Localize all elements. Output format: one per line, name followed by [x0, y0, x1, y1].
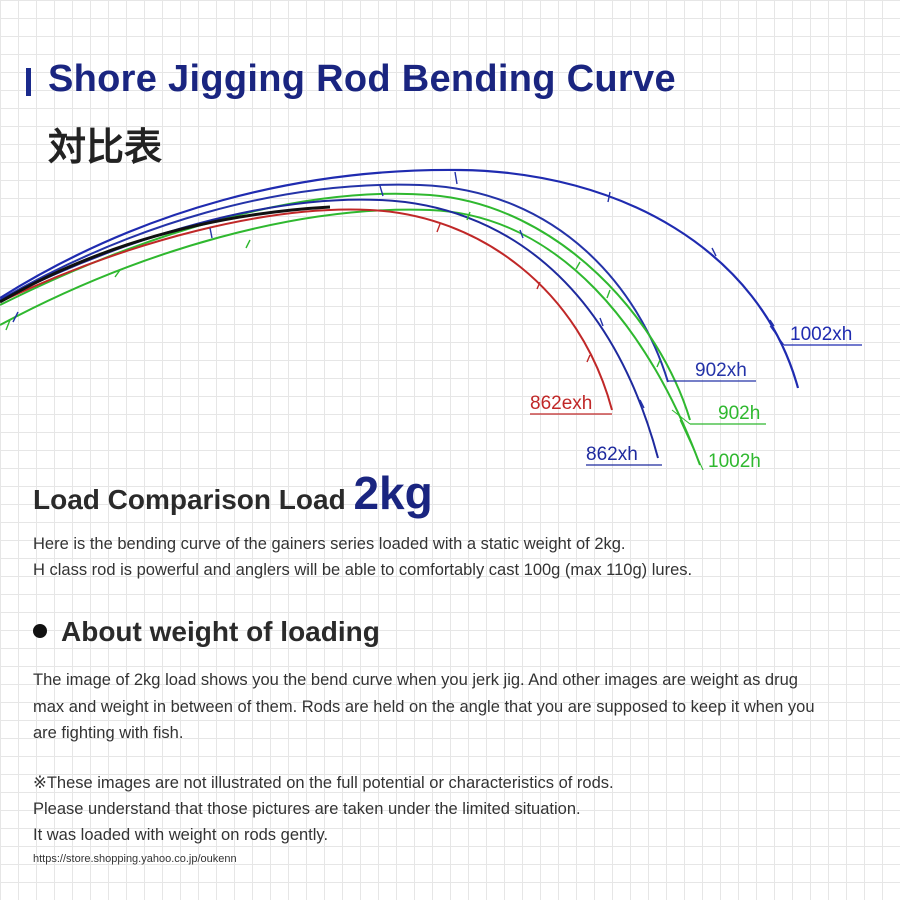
rod-curve-902h	[0, 192, 691, 421]
rod-bending-diagram: 1002xh 902xh 902h 862exh 862xh 1002h	[0, 168, 862, 470]
rod-label-902h-group: 902h	[671, 403, 766, 425]
rod-label-862exh: 862exh	[530, 393, 592, 414]
note-line-3: It was loaded with weight on rods gently…	[33, 826, 329, 844]
load-description-line-1: Here is the bending curve of the gainers…	[33, 535, 626, 553]
load-heading-text: Load Comparison Load	[33, 484, 346, 515]
rod-label-1002h-group: 1002h	[679, 419, 761, 470]
load-heading: Load Comparison Load 2kg	[33, 466, 433, 520]
title-accent-bar	[26, 68, 31, 96]
about-line-2: max and weight in between of them. Rods …	[33, 698, 815, 716]
rod-curve-1002xh	[0, 168, 800, 389]
rod-label-902xh: 902xh	[695, 360, 747, 381]
rod-label-862xh-group: 862xh	[586, 444, 662, 466]
about-line-1: The image of 2kg load shows you the bend…	[33, 671, 798, 689]
rod-handle-section	[0, 205, 331, 304]
rod-curve-862exh	[0, 208, 613, 411]
rod-curve-902xh	[0, 183, 669, 383]
rod-curve-1002h	[0, 208, 701, 466]
rod-label-1002xh-group: 1002xh	[769, 324, 862, 346]
rod-label-1002xh: 1002xh	[790, 324, 852, 345]
rod-label-902h: 902h	[718, 403, 760, 424]
rod-curve-862xh	[0, 198, 659, 459]
rod-guides	[5, 171, 775, 409]
rod-label-902xh-group: 902xh	[668, 360, 756, 382]
note-line-1: ※These images are not illustrated on the…	[33, 774, 614, 792]
note-line-2: Please understand that those pictures ar…	[33, 800, 581, 818]
about-line-3: are fighting with fish.	[33, 724, 184, 742]
page-subtitle: 対比表	[48, 125, 163, 169]
rod-label-1002h: 1002h	[708, 451, 761, 470]
rod-label-862exh-group: 862exh	[530, 393, 612, 415]
about-heading: About weight of loading	[33, 616, 380, 648]
store-url: https://store.shopping.yahoo.co.jp/ouken…	[33, 853, 237, 865]
load-value: 2kg	[353, 467, 433, 519]
load-description-line-2: H class rod is powerful and anglers will…	[33, 561, 693, 579]
bullet-icon	[33, 624, 47, 638]
rod-label-862xh: 862xh	[586, 444, 638, 465]
page-title: Shore Jigging Rod Bending Curve	[48, 58, 676, 100]
about-heading-text: About weight of loading	[61, 616, 380, 647]
